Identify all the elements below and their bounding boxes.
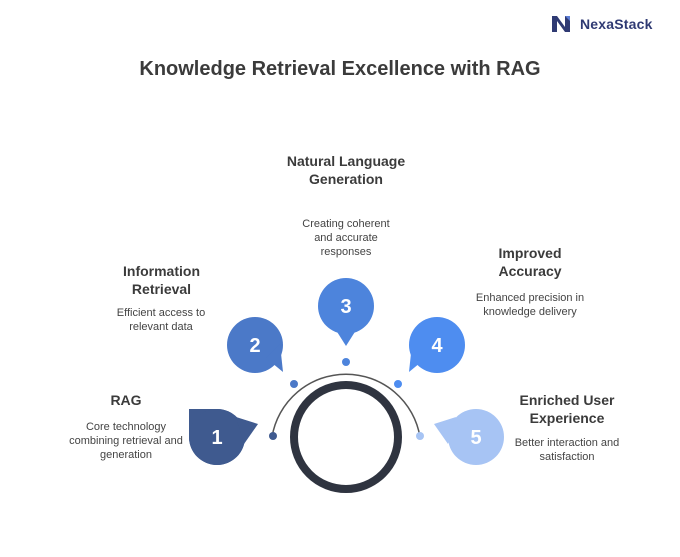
step-bubble-1: 1 (189, 409, 258, 465)
step-number-3: 3 (340, 296, 351, 318)
arc-dot-4 (394, 380, 402, 388)
connector-arc (271, 373, 421, 438)
step-bubble-5: 5 (434, 409, 504, 465)
brand-name: NexaStack (580, 16, 653, 32)
step-bubble-2: 2 (227, 317, 283, 373)
center-ring (290, 381, 402, 493)
step-title-1: RAG (110, 392, 142, 408)
brand: NexaStack (550, 13, 653, 35)
step-number-1: 1 (211, 427, 222, 449)
step-description-3: Creating coherent and accurate responses (302, 218, 390, 258)
arc-dot-3 (342, 358, 350, 366)
step-title-4: Improved Accuracy (498, 245, 562, 279)
step-number-5: 5 (470, 427, 481, 449)
page-title: Knowledge Retrieval Excellence with RAG (139, 58, 541, 80)
step-description-4: Enhanced precision in knowledge delivery (475, 292, 585, 318)
step-number-2: 2 (249, 335, 260, 357)
step-title-3: Natural Language Generation (286, 153, 406, 187)
step-description-2: Efficient access to relevant data (116, 307, 206, 333)
step-title-5: Enriched User Experience (519, 392, 615, 426)
arc-dot-2 (290, 380, 298, 388)
step-number-4: 4 (431, 335, 443, 357)
step-title-2: Information Retrieval (123, 263, 200, 297)
nexastack-logo-icon (552, 16, 570, 32)
step-description-1: Core technology combining retrieval and … (69, 421, 183, 461)
arc-dot-1 (269, 432, 277, 440)
step-bubble-3: 3 (318, 278, 374, 346)
step-description-5: Better interaction and satisfaction (514, 437, 620, 463)
step-bubble-4: 4 (409, 317, 465, 373)
arc-dot-5 (416, 432, 424, 440)
